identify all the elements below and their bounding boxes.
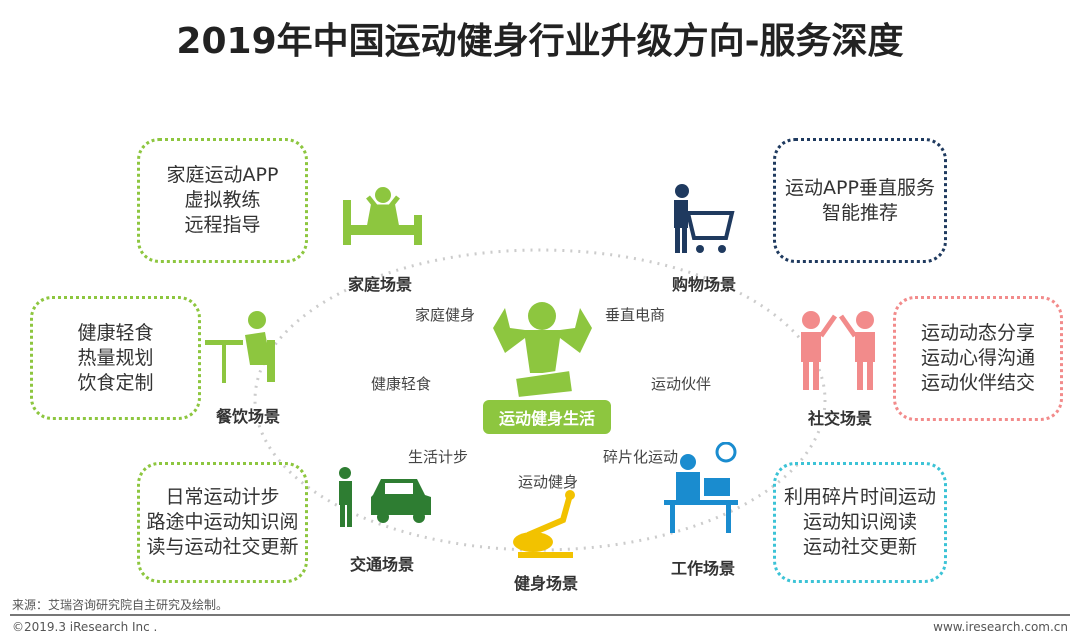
dining-box: 健康轻食热量规划饮食定制: [30, 296, 201, 420]
scene-dining: 餐饮场景: [216, 407, 281, 426]
scene-social: 社交场景: [808, 409, 873, 428]
box-line: 饮食定制: [77, 371, 154, 394]
box-line: 运动心得沟通: [920, 347, 1035, 369]
center-label: 运动健身生活: [483, 400, 611, 434]
box-line: 热量规划: [77, 346, 154, 369]
keyword-work: 碎片化运动: [603, 448, 679, 466]
gym-bike-icon: [513, 490, 575, 558]
shopping-cart-icon: [674, 184, 735, 253]
box-line: 读与运动社交更新: [146, 536, 299, 558]
work-box: 利用碎片时间运动运动知识阅读运动社交更新: [773, 462, 947, 583]
keyword-shopping: 垂直电商: [605, 306, 666, 324]
box-line: 运动动态分享: [920, 322, 1035, 344]
shopping-box: 运动APP垂直服务智能推荐: [773, 138, 947, 263]
keyword-transport: 生活计步: [408, 448, 469, 466]
box-line: 远程指导: [184, 214, 261, 236]
social-cheers-icon: [801, 311, 875, 390]
transport-box: 日常运动计步路途中运动知识阅读与运动社交更新: [137, 462, 308, 583]
work-desk-icon: [664, 442, 738, 533]
box-line: 运动社交更新: [802, 536, 917, 558]
keyword-home: 家庭健身: [415, 306, 476, 324]
dining-icon: [205, 311, 275, 383]
box-line: 健康轻食: [77, 321, 154, 344]
scene-gym: 健身场景: [514, 574, 579, 593]
source-note: 来源：艾瑞咨询研究院自主研究及绘制。: [12, 598, 229, 612]
scene-shopping: 购物场景: [672, 275, 737, 294]
keyword-dining: 健康轻食: [371, 375, 432, 393]
box-line: 路途中运动知识阅: [146, 511, 299, 533]
muscle-man-icon: [493, 302, 592, 400]
copyright: ©2019.3 iResearch Inc .: [12, 620, 158, 634]
box-line: 运动知识阅读: [802, 511, 917, 533]
home-bed-icon: [343, 187, 422, 245]
box-line: 虚拟教练: [184, 189, 261, 211]
box-line: 运动APP垂直服务: [785, 176, 935, 199]
social-box: 运动动态分享运动心得沟通运动伙伴结交: [893, 296, 1063, 421]
keyword-social: 运动伙伴: [651, 375, 712, 393]
keyword-gym: 运动健身: [518, 473, 579, 491]
website-url: www.iresearch.com.cn: [933, 620, 1068, 634]
scene-work: 工作场景: [671, 559, 736, 578]
transport-car-icon: [339, 467, 431, 527]
box-line: 日常运动计步: [165, 486, 280, 508]
scene-transport: 交通场景: [350, 555, 415, 574]
box-line: 智能推荐: [821, 201, 898, 224]
page-title: 2019年中国运动健身行业升级方向-服务深度: [176, 21, 904, 62]
scene-home: 家庭场景: [348, 275, 413, 294]
home-box: 家庭运动APP 虚拟教练远程指导: [137, 138, 308, 263]
box-line: 家庭运动APP: [166, 164, 279, 186]
footer-divider: [10, 614, 1070, 616]
box-line: 运动伙伴结交: [920, 372, 1035, 394]
box-line: 利用碎片时间运动: [783, 486, 936, 508]
